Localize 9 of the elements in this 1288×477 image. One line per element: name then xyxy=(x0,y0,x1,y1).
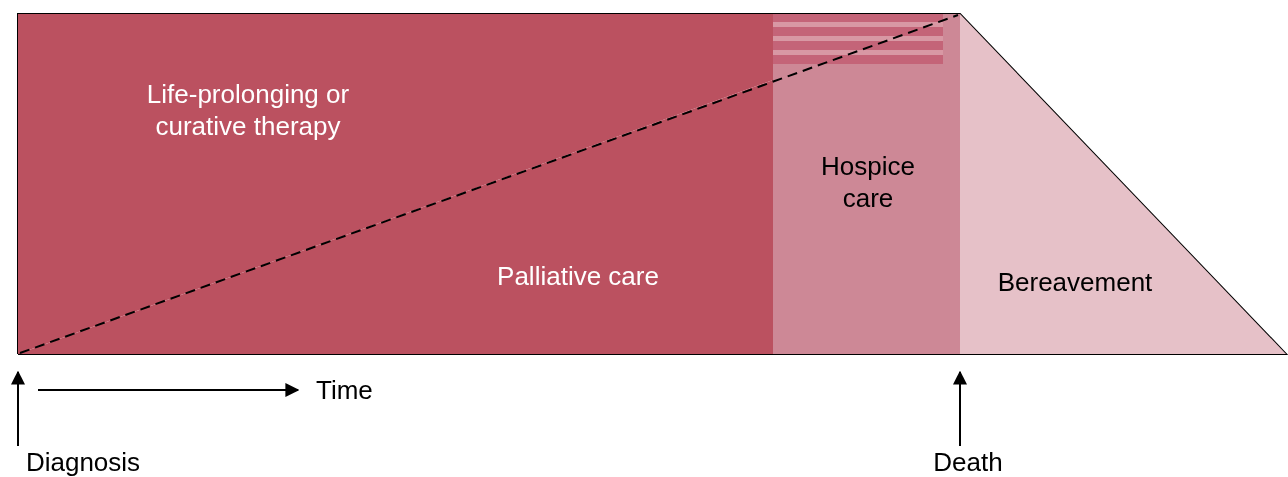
region-label: Palliative care xyxy=(496,260,660,292)
timeline-point-label: Diagnosis xyxy=(24,446,142,477)
region-label: Life-prolonging or curative therapy xyxy=(145,78,351,142)
region-label: Bereavement xyxy=(996,266,1154,298)
timeline-point-label: Death xyxy=(932,446,1004,477)
region-label: Hospice care xyxy=(820,150,916,214)
axis-label: Time xyxy=(316,374,373,406)
arrow xyxy=(953,370,967,447)
arrow xyxy=(11,370,25,447)
